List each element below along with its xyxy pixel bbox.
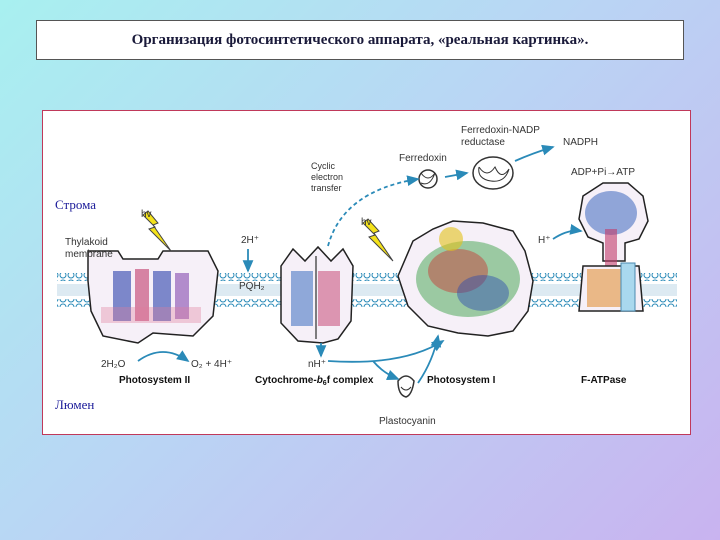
label-atp: ADP+Pi→ATP — [571, 167, 635, 178]
label-nadph: NADPH — [563, 137, 598, 148]
label-hv-2: hv — [361, 217, 372, 228]
label-fnr-2: reductase — [461, 137, 505, 148]
label-cyclic-1: Cyclic — [311, 161, 335, 171]
label-photosystem-i: Photosystem I — [427, 375, 496, 386]
diagram-panel: Thylakoid membrane hv hv 2H⁺ PQH₂ 2H₂O O… — [42, 110, 691, 435]
photosynthesis-diagram: Thylakoid membrane hv hv 2H⁺ PQH₂ 2H₂O O… — [57, 125, 677, 427]
diagram-labels: Thylakoid membrane hv hv 2H⁺ PQH₂ 2H₂O O… — [65, 125, 635, 427]
label-cyclic-2: electron — [311, 172, 343, 182]
page-title: Организация фотосинтетического аппарата,… — [131, 31, 589, 48]
ferredoxin-nadp-reductase — [472, 156, 514, 190]
photosystem-ii-complex — [87, 250, 219, 344]
label-proton-in: 2H⁺ — [241, 235, 259, 246]
f-atpase-complex — [578, 182, 649, 312]
plastocyanin-molecule — [397, 375, 415, 398]
label-thylakoid-membrane-2: membrane — [65, 249, 113, 260]
label-stroma: Строма — [55, 197, 96, 212]
photosystem-i-complex — [397, 220, 534, 337]
flow-arrows — [137, 144, 583, 384]
label-photosystem-ii: Photosystem II — [119, 375, 190, 386]
light-bolt-icon — [142, 210, 172, 252]
label-nh: nH⁺ — [308, 359, 326, 370]
label-hv-1: hv — [141, 209, 152, 220]
cytochrome-b6f-complex — [280, 245, 354, 344]
title-box: Организация фотосинтетического аппарата,… — [36, 20, 684, 60]
light-bolt-icon — [362, 218, 394, 262]
label-cytochrome-b6f: Cytochrome-b6f complex — [255, 375, 374, 387]
ferredoxin-molecule — [418, 169, 438, 189]
label-h-plus: H⁺ — [538, 235, 551, 246]
label-plastocyanin: Plastocyanin — [379, 416, 436, 427]
label-fnr-1: Ferredoxin-NADP — [461, 125, 540, 136]
label-f-atpase: F-ATPase — [581, 375, 627, 386]
label-lumen: Люмен — [55, 397, 95, 412]
label-thylakoid-membrane-1: Thylakoid — [65, 237, 108, 248]
label-water-left: 2H₂O — [101, 359, 126, 370]
label-ferredoxin: Ferredoxin — [399, 153, 447, 164]
label-cyclic-3: transfer — [311, 183, 342, 193]
label-pqh2: PQH₂ — [239, 281, 265, 292]
label-water-right: O₂ + 4H⁺ — [191, 359, 232, 370]
